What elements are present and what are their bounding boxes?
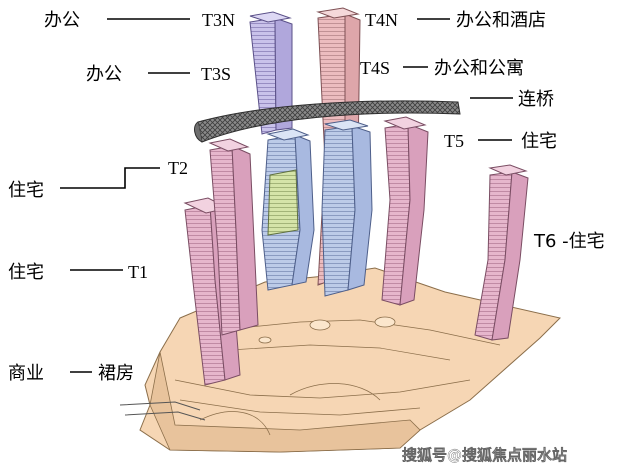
label-t3n-use: 办公 [44, 10, 80, 31]
tower-t3s [261, 128, 315, 291]
label-t6: T6 -住宅 [533, 231, 605, 252]
label-podium: 裙房 [98, 363, 134, 384]
leader-t2 [60, 167, 160, 189]
label-t4n-code: T4N [365, 10, 398, 30]
watermark-sohu: 搜狐号@搜狐焦点丽水站 [402, 446, 567, 464]
leader-lines [60, 18, 513, 373]
label-t3s-code: T3S [201, 64, 231, 84]
tower-t6 [474, 164, 529, 341]
label-t1-use: 住宅 [8, 262, 44, 283]
watermark-wechat-text: 建筑结构 [528, 425, 596, 445]
watermark-wechat: 建筑结构 [504, 425, 596, 445]
tower-t5 [381, 116, 429, 306]
label-t4n-use: 办公和酒店 [456, 10, 546, 31]
label-t2-use: 住宅 [8, 180, 44, 201]
sky-bridge [194, 100, 461, 143]
label-t4s-code: T4S [360, 58, 390, 78]
label-t3n-code: T3N [202, 10, 235, 30]
tower-t4s [321, 119, 373, 297]
label-t5-use: 住宅 [521, 131, 557, 152]
label-t4s-use: 办公和公寓 [434, 58, 524, 79]
label-t5-code: T5 [444, 131, 464, 151]
label-t3s-use: 办公 [86, 64, 122, 85]
label-podium-use: 商业 [8, 363, 44, 384]
tower-t2 [208, 138, 259, 336]
wechat-icon [504, 425, 520, 441]
label-t2-code: T2 [168, 158, 188, 178]
label-t1-code: T1 [128, 262, 148, 282]
tower-t3n [249, 11, 293, 135]
label-bridge: 连桥 [518, 89, 554, 110]
